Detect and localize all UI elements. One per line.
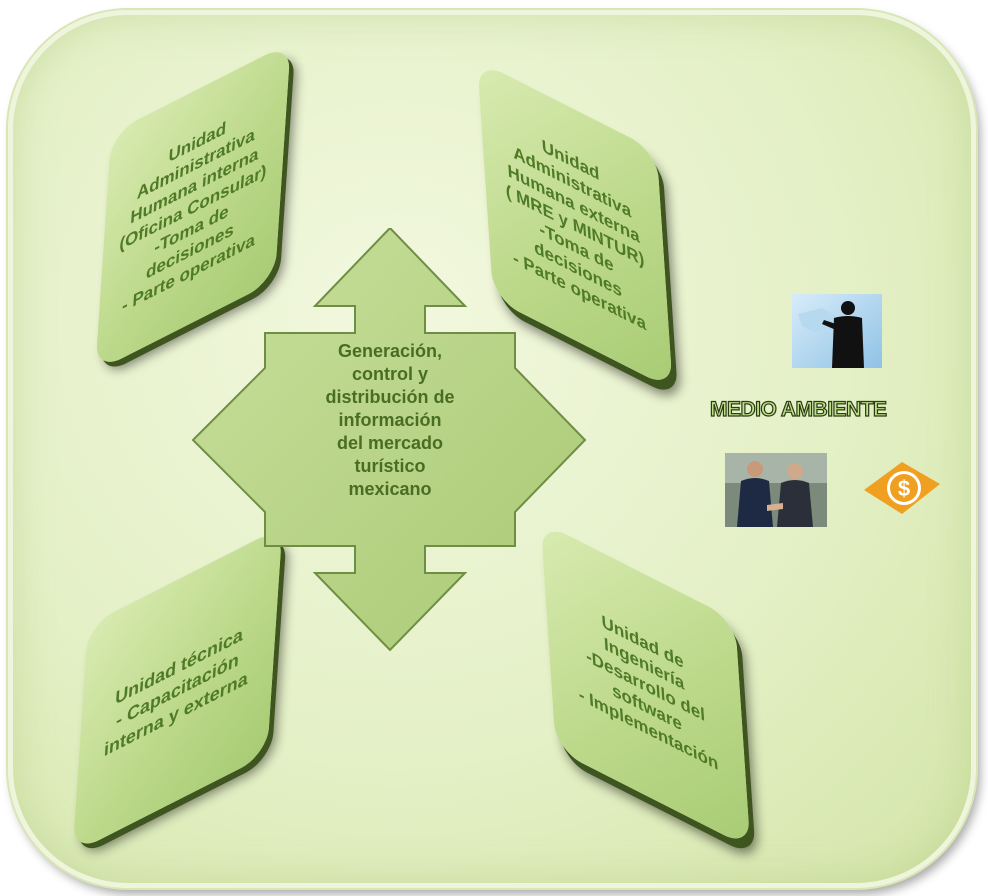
unit-card-text: Unidad de Ingeniería -Desarrollo del sof… bbox=[578, 610, 719, 774]
money-dollar-icon: $ bbox=[864, 462, 940, 514]
four-way-arrow-icon bbox=[191, 228, 587, 652]
svg-text:$: $ bbox=[898, 476, 910, 501]
environment-label: MEDIO AMBIENTE bbox=[709, 397, 887, 421]
center-label: Generación, control y distribución de in… bbox=[325, 341, 455, 499]
businessman-phone-icon bbox=[792, 294, 882, 368]
handshake-photo bbox=[725, 453, 827, 527]
